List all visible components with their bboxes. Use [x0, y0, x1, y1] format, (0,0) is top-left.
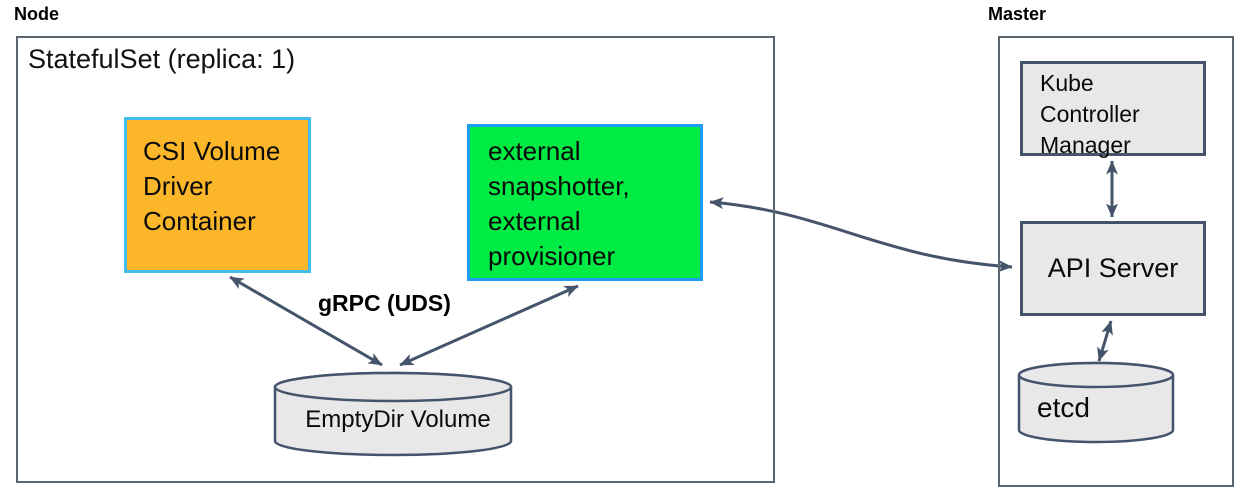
- grpc-uds-label: gRPC (UDS): [318, 290, 451, 316]
- arrow-sidecar-apiserver: [709, 197, 1013, 273]
- statefulset-title: StatefulSet (replica: 1): [28, 44, 296, 74]
- arrow-apiserver-etcd: [1097, 320, 1113, 362]
- master-zone-label: Master: [988, 4, 1047, 24]
- arrow-csi-emptydir: [229, 275, 383, 367]
- csi-driver-box: CSI Volume Driver Container: [124, 117, 311, 273]
- node-zone-label: Node: [14, 4, 59, 24]
- api-server-label: API Server: [1047, 253, 1179, 283]
- kube-controller-manager-box: Kube Controller Manager: [1020, 61, 1206, 158]
- api-server-box: API Server: [1020, 221, 1206, 316]
- sidecar-box: external snapshotter, external provision…: [467, 124, 703, 281]
- csi-driver-label: CSI Volume Driver Container: [143, 136, 281, 236]
- sidecar-label: external snapshotter, external provision…: [488, 136, 630, 271]
- etcd-cylinder-label: etcd: [1037, 392, 1090, 423]
- etcd-cylinder-shape: [1017, 361, 1175, 444]
- node-zone-box: [16, 36, 775, 483]
- emptydir-cylinder-label: EmptyDir Volume: [305, 406, 491, 433]
- arrow-sidecar-emptydir: [399, 284, 579, 367]
- kube-controller-manager-label: Kube Controller Manager: [1040, 70, 1140, 158]
- emptydir-cylinder-shape: [273, 371, 513, 457]
- master-zone-box: [998, 36, 1234, 487]
